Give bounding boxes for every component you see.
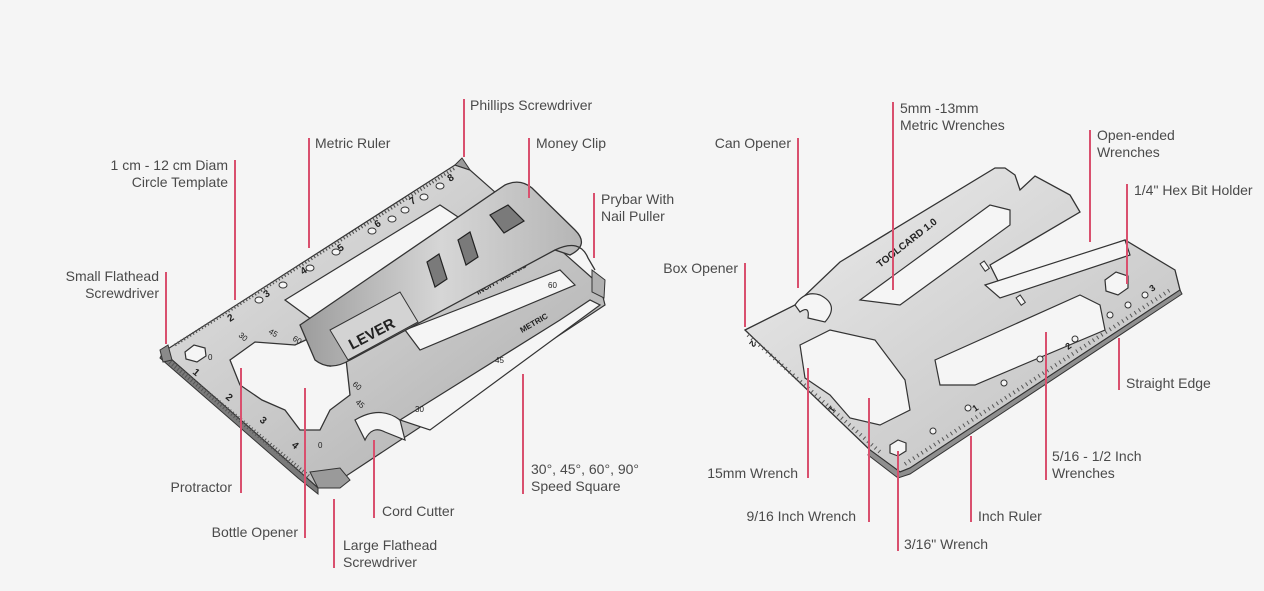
inch-number: 3 <box>257 415 269 427</box>
label-inch-wrenches: 5/16 - 1/2 Inch Wrenches <box>1052 448 1142 482</box>
label-money-clip: Money Clip <box>536 135 607 151</box>
leader-inch-ruler <box>970 436 972 522</box>
label-bottle-opener: Bottle Opener <box>211 524 298 540</box>
label-15mm-wrench: 15mm Wrench <box>707 465 798 481</box>
label-open-ended-line2: Wrenches <box>1097 144 1160 160</box>
leader-hex-bit-holder <box>1126 184 1128 284</box>
angle-mark: 0 <box>208 353 213 362</box>
label-inch-ruler: Inch Ruler <box>978 508 1042 524</box>
ruler-number: 4 <box>299 265 310 277</box>
ruler-number: 2 <box>226 312 237 324</box>
leader-open-ended-wrenches <box>1089 130 1091 242</box>
label-speed-square: 30°, 45°, 60°, 90° Speed Square <box>531 461 639 495</box>
label-3-16-wrench: 3/16" Wrench <box>904 536 989 552</box>
leader-speed-square <box>522 374 524 494</box>
label-circle-template-line2: Circle Template <box>131 174 228 190</box>
inch-number: 2 <box>1063 341 1073 352</box>
leader-9-16-wrench <box>868 398 870 522</box>
label-circle-template-line1: 1 cm - 12 cm Diam <box>110 157 228 173</box>
leader-phillips <box>463 99 465 157</box>
angle-mark: 60 <box>548 281 557 290</box>
label-circle-template: 1 cm - 12 cm Diam Circle Template <box>90 157 228 191</box>
side-number: 1 <box>826 404 837 414</box>
leader-metric-wrenches <box>892 102 894 290</box>
label-large-flathead-line2: Screwdriver <box>343 554 417 570</box>
label-can-opener: Can Opener <box>714 135 791 151</box>
label-9-16-wrench: 9/16 Inch Wrench <box>746 508 856 524</box>
label-prybar-line2: Nail Puller <box>601 208 665 224</box>
leader-inch-wrenches <box>1045 332 1047 480</box>
ruler-number: 5 <box>336 242 347 254</box>
leader-large-flathead <box>333 499 335 568</box>
leader-circle-template <box>234 160 236 300</box>
leader-money-clip <box>528 138 530 198</box>
label-speed-square-line2: Speed Square <box>531 478 621 494</box>
label-open-ended-line1: Open-ended <box>1097 127 1175 143</box>
label-metric-wrenches-line1: 5mm -13mm <box>900 100 979 116</box>
angle-mark: 0 <box>318 441 323 450</box>
side-number: 2 <box>747 339 758 349</box>
label-open-ended-wrenches: Open-ended Wrenches <box>1097 127 1175 161</box>
label-metric-wrenches: 5mm -13mm Metric Wrenches <box>900 100 1005 134</box>
label-prybar: Prybar With Nail Puller <box>601 191 674 225</box>
label-hex-bit-holder: 1/4" Hex Bit Holder <box>1134 182 1253 198</box>
angle-mark: 30 <box>415 405 424 414</box>
label-speed-square-line1: 30°, 45°, 60°, 90° <box>531 461 640 477</box>
label-protractor: Protractor <box>170 479 232 495</box>
label-metric-wrenches-line2: Metric Wrenches <box>900 117 1005 133</box>
label-inch-wrenches-line2: Wrenches <box>1052 465 1115 481</box>
money-clip: LEVER <box>299 181 596 367</box>
leader-box-opener <box>744 263 746 327</box>
toolcard-body: TOOLCARD 1.0 1 2 3 1 2 <box>743 167 1183 479</box>
leader-metric-ruler <box>308 138 310 248</box>
leader-bottle-opener <box>304 388 306 538</box>
label-small-flathead-line1: Small Flathead <box>65 268 159 284</box>
label-cord-cutter: Cord Cutter <box>382 503 455 519</box>
leader-straight-edge <box>1118 338 1120 390</box>
ruler-number: 7 <box>408 195 419 207</box>
ruler-number: 6 <box>373 218 384 230</box>
ruler-number: 8 <box>446 172 457 184</box>
leader-15mm-wrench <box>807 368 809 478</box>
label-prybar-line1: Prybar With <box>601 191 675 207</box>
label-small-flathead-line2: Screwdriver <box>85 285 159 301</box>
leader-3-16-wrench <box>897 451 899 551</box>
label-phillips-screwdriver: Phillips Screwdriver <box>470 97 593 113</box>
inch-number: 2 <box>223 392 235 404</box>
leader-small-flathead <box>165 272 167 344</box>
ruler-number: 3 <box>262 288 273 300</box>
label-large-flathead-line1: Large Flathead <box>343 537 438 553</box>
leader-protractor <box>240 368 242 493</box>
inch-number: 1 <box>970 403 980 414</box>
label-metric-ruler: Metric Ruler <box>315 135 391 151</box>
leader-cord-cutter <box>373 440 375 518</box>
inch-number: 3 <box>1147 283 1157 294</box>
label-box-opener: Box Opener <box>663 260 738 276</box>
label-inch-wrenches-line1: 5/16 - 1/2 Inch <box>1052 448 1142 464</box>
leader-prybar <box>593 193 595 258</box>
label-straight-edge: Straight Edge <box>1126 375 1211 391</box>
angle-mark: 45 <box>495 356 504 365</box>
label-small-flathead: Small Flathead Screwdriver <box>40 268 159 302</box>
label-large-flathead: Large Flathead Screwdriver <box>343 537 437 571</box>
leader-can-opener <box>797 138 799 288</box>
inch-number: 4 <box>289 440 301 452</box>
inch-number: 1 <box>190 367 202 379</box>
